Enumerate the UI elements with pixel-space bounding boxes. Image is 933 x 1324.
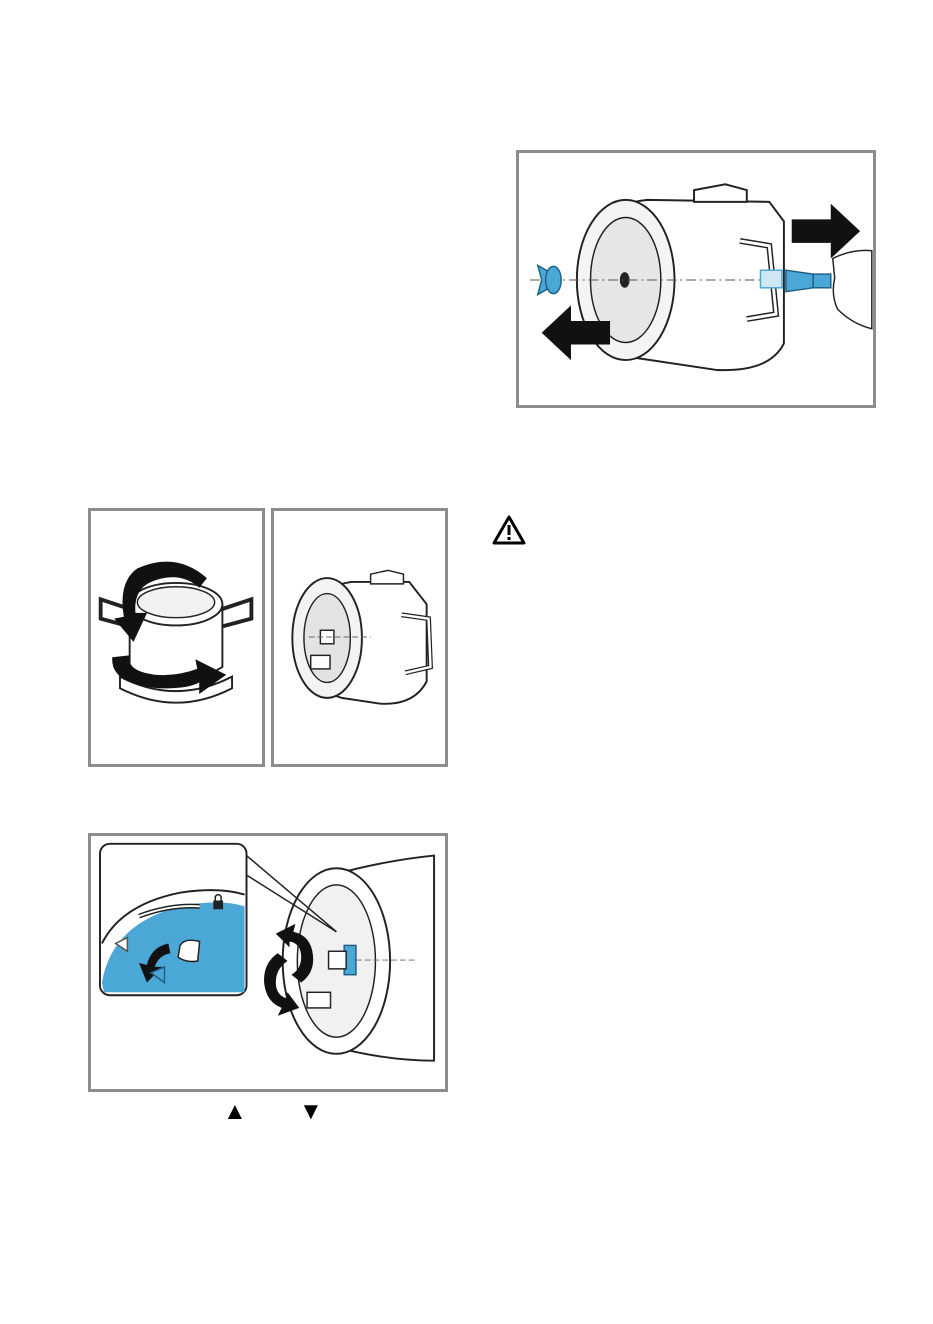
drum-figure <box>271 508 448 767</box>
pot-rotation-figure <box>88 508 265 767</box>
triangle-up-marker: ▲ <box>223 1100 247 1124</box>
triangle-down-marker: ▼ <box>299 1100 323 1124</box>
drum-illustration <box>274 511 445 764</box>
wing-nut-icon <box>538 265 561 294</box>
lock-rotation-illustration <box>91 836 445 1089</box>
axle-removal-figure <box>516 150 876 408</box>
pot-rotation-illustration <box>91 511 262 764</box>
warning-triangle-icon <box>492 515 526 545</box>
axle-icon <box>760 270 830 291</box>
lock-rotation-figure <box>88 833 448 1092</box>
arrow-right-icon <box>792 204 860 259</box>
axle-removal-illustration <box>519 153 873 405</box>
lock-detail-inset <box>100 844 247 995</box>
